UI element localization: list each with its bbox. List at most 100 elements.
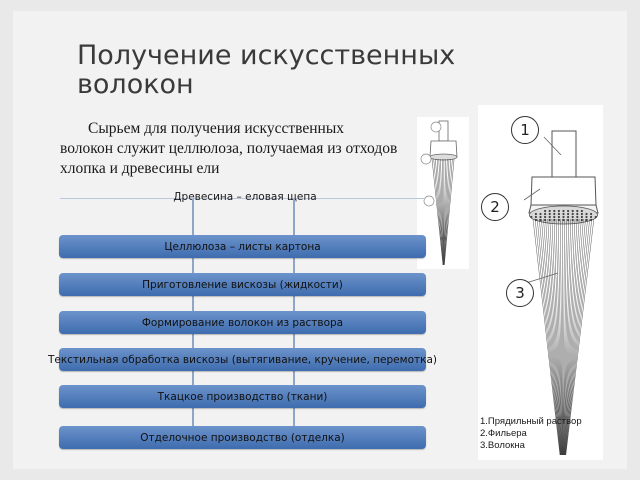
spinneret-hole	[576, 212, 579, 216]
spinneret-hole	[585, 218, 588, 222]
source-divider	[60, 198, 426, 199]
fiber-line	[443, 158, 453, 266]
fiber-line	[443, 158, 450, 266]
spinneret-hole	[571, 215, 574, 219]
process-step-label: Отделочное производство (отделка)	[140, 431, 345, 444]
fiber-line	[563, 218, 567, 456]
spinneret-hole	[557, 209, 560, 213]
spinneret-hole	[567, 209, 570, 213]
spinneret-hole	[590, 215, 593, 219]
spinneret-hole	[580, 215, 583, 219]
fiber-line	[563, 218, 571, 456]
spinneret-hole	[562, 215, 565, 219]
fiber-line	[565, 218, 595, 456]
legend-item-fibers: 3.Волокна	[480, 440, 525, 451]
fiber-line	[537, 218, 561, 456]
spinneret-hole	[530, 215, 533, 219]
process-source: Древесина – еловая щепа	[173, 191, 317, 203]
fiber-line	[539, 218, 561, 456]
label-1-badge: 1	[511, 116, 539, 144]
process-step-label: Приготовление вискозы (жидкости)	[142, 278, 343, 291]
spinneret-hole	[534, 212, 537, 216]
slide-title: Получение искусственных волокон	[77, 40, 456, 100]
fiber-line	[560, 218, 563, 456]
spinneret-hole	[557, 212, 560, 216]
spinneret-hole	[576, 209, 579, 213]
spinneret-hole	[539, 215, 542, 219]
spinneret-thumbnail-drawing	[420, 120, 458, 266]
fiber-line	[444, 158, 455, 266]
fiber-line	[564, 218, 582, 456]
spinneret-diagram	[478, 105, 603, 460]
process-step-label: Формирование волокон из раствора	[141, 316, 344, 329]
label-2-badge: 2	[481, 193, 509, 221]
fiber-line	[443, 158, 446, 266]
spinneret-hole	[576, 218, 579, 222]
spinneret-hole	[557, 215, 560, 219]
fiber-line	[565, 218, 592, 456]
spinneret-hole	[580, 209, 583, 213]
fiber-line	[555, 218, 563, 456]
fiber-line	[564, 218, 578, 456]
spinneret-hole	[562, 212, 565, 216]
spinneret-hole	[539, 218, 542, 222]
fiber-line	[563, 218, 574, 456]
fiber-line	[563, 218, 569, 456]
spinneret-hole	[548, 212, 551, 216]
spinneret-hole	[562, 209, 565, 213]
fiber-line	[543, 218, 562, 456]
fiber-line	[532, 218, 561, 456]
fiber-line	[443, 158, 448, 266]
fiber-line	[564, 218, 586, 456]
fiber-line	[435, 158, 444, 266]
spinneret-hole	[594, 215, 597, 219]
fiber-line	[547, 218, 562, 456]
diagram-legend: 1.Прядильный раствор 2.Фильера 3.Волокна	[480, 416, 582, 452]
spinneret-hole	[553, 218, 556, 222]
fiber-line	[443, 158, 451, 266]
fiber-line	[565, 218, 590, 456]
spinneret-hole	[544, 215, 547, 219]
spinneret-drawing	[523, 130, 599, 456]
spinneret-hole	[567, 212, 570, 216]
fiber-line	[534, 218, 561, 456]
process-step-finishing: Отделочное производство (отделка)	[59, 426, 426, 449]
fiber-line	[562, 218, 565, 456]
process-step-viscose-prep: Приготовление вискозы (жидкости)	[59, 273, 426, 296]
spinneret-hole	[571, 209, 574, 213]
fiber-line	[563, 218, 576, 456]
fiber-line	[553, 218, 563, 456]
fiber-line	[564, 218, 584, 456]
fiber-line	[551, 218, 562, 456]
spinneret-hole	[548, 209, 551, 213]
fiber-line	[545, 218, 562, 456]
spinneret-hole	[544, 212, 547, 216]
fiber-line	[441, 158, 444, 266]
spinneret-hole	[553, 215, 556, 219]
label-3-badge: 3	[506, 279, 534, 307]
spinneret-hole	[567, 215, 570, 219]
fiber-line	[433, 158, 444, 266]
legend-item-spinneret: 2.Фильера	[480, 428, 527, 439]
process-step-cellulose: Целлюлоза – листы картона	[59, 235, 426, 258]
process-step-weaving: Ткацкое производство (ткани)	[59, 385, 426, 408]
fiber-line	[440, 158, 444, 266]
spinneret-hole	[553, 209, 556, 213]
spinneret-hole	[585, 215, 588, 219]
fiber-line	[431, 158, 444, 266]
intro-text: Сырьем для получения искусственных волок…	[60, 120, 398, 177]
spinneret-hole	[585, 212, 588, 216]
spinneret-hole	[590, 212, 593, 216]
fiber-line	[541, 218, 561, 456]
spinneret-hole	[571, 212, 574, 216]
spinneret-hole	[553, 212, 556, 216]
fiber-line	[565, 218, 588, 456]
fiber-line	[558, 218, 563, 456]
spinneret-hole	[548, 215, 551, 219]
process-step-textile-processing: Текстильная обработка вискозы (вытягиван…	[48, 348, 437, 371]
spinneret-hole	[580, 212, 583, 216]
fiber-line	[436, 158, 444, 266]
spinneret-hole	[576, 215, 579, 219]
fiber-line	[564, 218, 580, 456]
spinneret-hole	[562, 218, 565, 222]
